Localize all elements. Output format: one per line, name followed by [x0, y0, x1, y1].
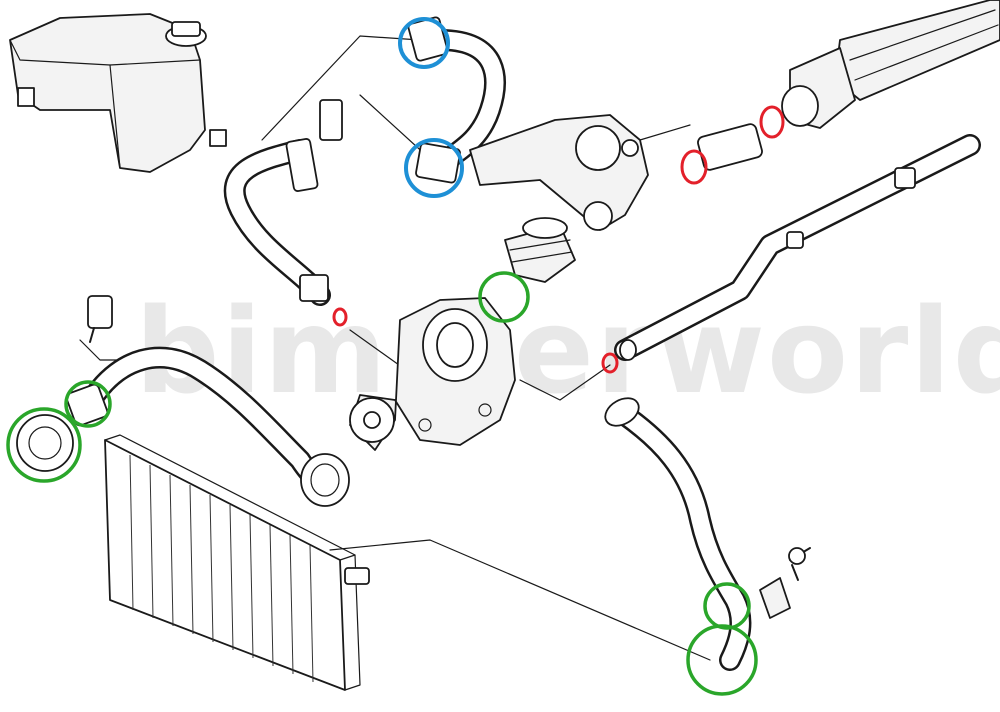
- red-oring: [332, 307, 348, 327]
- temperature-sensor: [87, 295, 113, 343]
- green-marker-ring: [686, 624, 758, 696]
- bypass-pipe: [614, 134, 981, 361]
- blue-marker-ring: [404, 138, 464, 198]
- radiator: [104, 434, 370, 691]
- radiator-lower-hose: [604, 397, 811, 671]
- water-pump: [349, 297, 516, 451]
- tank-hose: [223, 99, 343, 306]
- red-orings: [332, 105, 785, 374]
- thermostat: [504, 217, 576, 283]
- green-marker-ring: [6, 407, 82, 483]
- thermostat-housing: [469, 114, 649, 231]
- radiator-upper-hose: [16, 346, 350, 507]
- red-oring: [680, 149, 708, 185]
- expansion-tank: [9, 13, 227, 173]
- green-marker-ring: [478, 271, 530, 323]
- green-marker-ring: [64, 380, 112, 428]
- coolant-manifold: [697, 0, 1000, 171]
- watermark-text: bimmerworld: [135, 282, 1000, 420]
- green-markers: [6, 271, 758, 696]
- upper-hose: [407, 16, 506, 184]
- red-oring: [759, 105, 785, 139]
- red-oring: [601, 352, 619, 374]
- bleed-screw-icon: [788, 547, 806, 565]
- blue-markers: [398, 17, 464, 198]
- blue-marker-ring: [398, 17, 450, 69]
